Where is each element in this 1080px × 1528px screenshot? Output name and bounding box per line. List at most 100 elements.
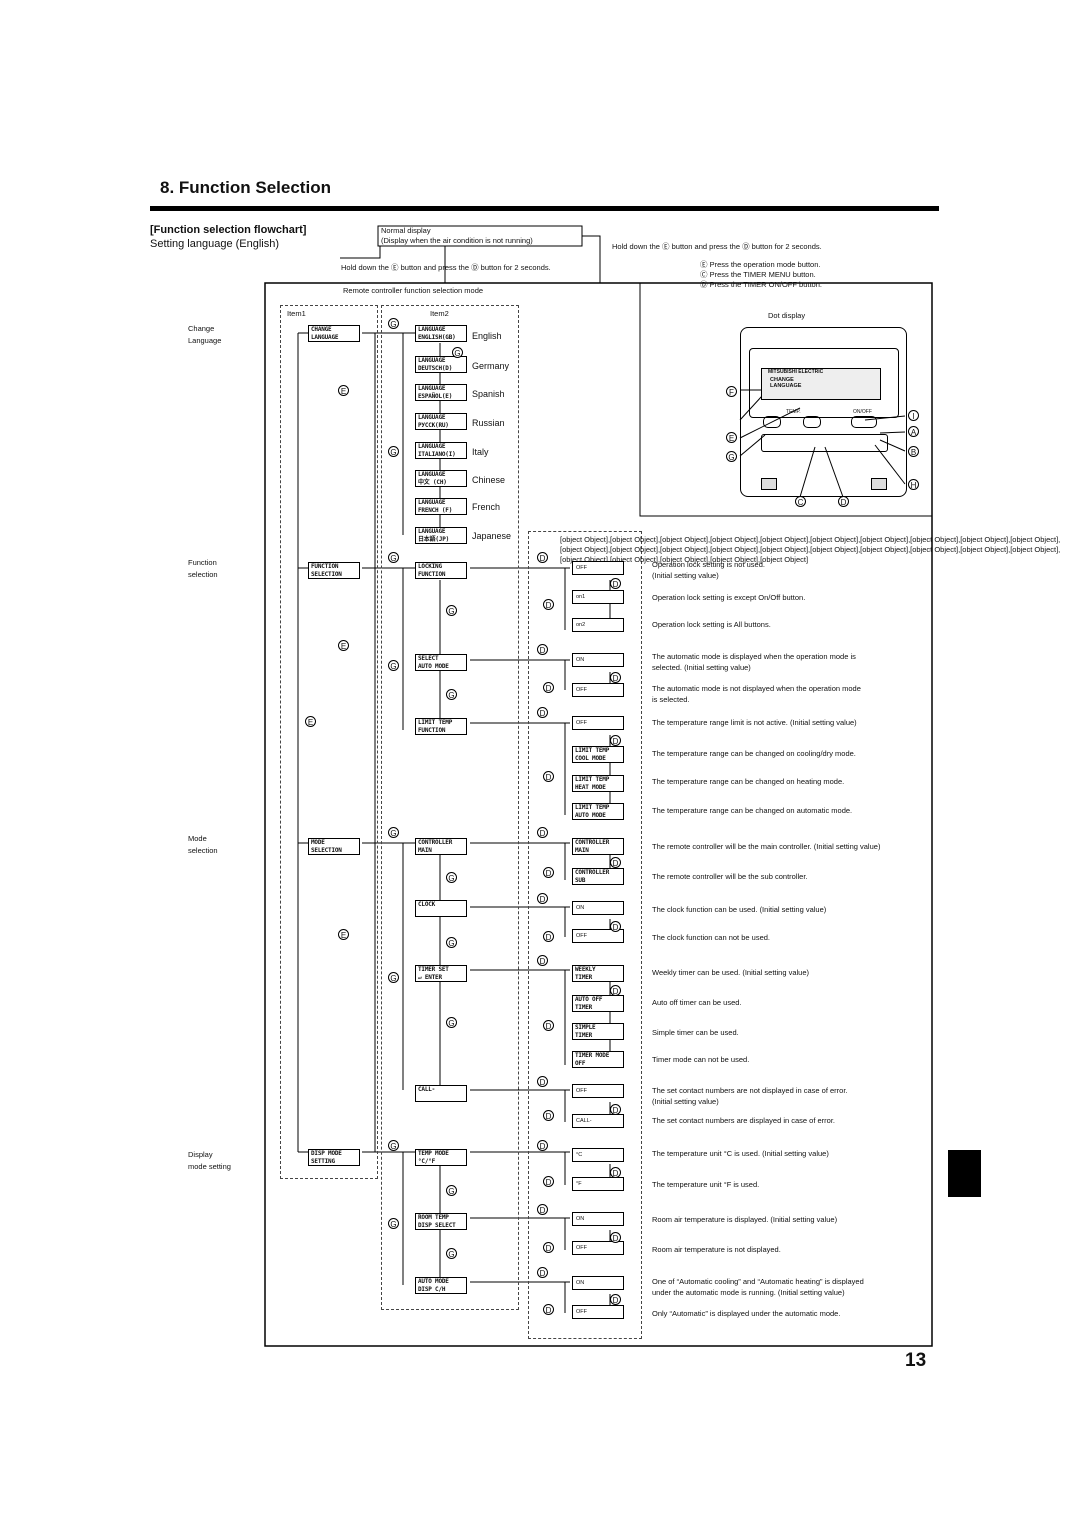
left-label-line: Mode [188,834,207,843]
desc-line: Operation lock setting is not used. [652,560,765,569]
item3-value: on2 [572,618,624,632]
desc-line: The temperature range can be changed on … [652,777,845,786]
circle-d: D [543,1242,554,1253]
circle-d: D [543,682,554,693]
remote-controller: MITSUBISHI ELECTRIC CHANGE LANGUAGE TEMP… [740,327,907,497]
circle-g: G [388,827,399,838]
circle-g: G [388,1218,399,1229]
temp-up-button[interactable] [803,416,821,428]
lcd-line: HEAT MODE [575,784,606,791]
desc-line: Room air temperature is not displayed. [652,1245,781,1254]
lcd-line: ↵ ENTER [418,974,442,981]
desc-line: The automatic mode is not displayed when… [652,684,861,693]
circle-d: D [610,1294,621,1305]
lcd-line: LIMIT TEMP [575,747,610,754]
item3-value: CALL- [572,1114,624,1128]
desc-line: The set contact numbers are displayed in… [652,1116,836,1125]
onoff-label: ON/OFF [853,409,872,415]
circle-g: G [388,318,399,329]
lcd-line: SUB [575,877,586,884]
item3-value: ON [572,901,624,915]
lcd-line: FRENCH (F) [418,507,453,514]
lcd-line: AUTO MODE [418,1278,449,1285]
temp-down-button[interactable] [763,416,781,428]
item3-desc: Room air temperature is displayed. (Init… [652,1214,922,1225]
lcd-line: CHANGE [311,326,332,333]
lcd-line: MODE [311,839,325,846]
item3-column [528,531,642,1339]
left-label-line: Function [188,558,217,567]
lcd-line: LANGUAGE [418,357,446,364]
callout-i: I [908,410,919,421]
lang-name: Italy [472,447,489,457]
circle-e: E [305,716,316,727]
left-label-line: Display [188,1150,213,1159]
circle-d: D [537,955,548,966]
lcd-line: TIMER [575,974,593,981]
remote-lcd-line2: LANGUAGE [770,383,802,389]
circle-d: D [537,707,548,718]
circle-d: D [537,1140,548,1151]
circle-d: D [610,1232,621,1243]
lcd-line: LIMIT TEMP [575,804,610,811]
lcd-line: SELECTION [311,847,342,854]
circle-d: D [610,857,621,868]
lcd-line: TIMER [575,1004,593,1011]
button-row[interactable] [761,434,888,452]
circle-e: E [338,385,349,396]
circle-d: D [537,1204,548,1215]
hold-instruction-right: Hold down the Ⓔ button and press the Ⓓ b… [612,242,822,251]
desc-line: The temperature range can be changed on … [652,749,856,758]
circle-d: D [543,1304,554,1315]
normal-display-line1: Normal display [381,226,431,235]
lcd-line: ENGLISH(GB) [418,334,456,341]
item3-value: °C [572,1148,624,1162]
circle-d: D [543,1176,554,1187]
lcd-line: CALL- [418,1086,436,1093]
desc-line: Timer mode can not be used. [652,1055,750,1064]
item1-label: Item1 [287,309,306,318]
lcd-line: LIMIT TEMP [418,719,453,726]
circle-g: G [388,972,399,983]
circle-d: D [543,1110,554,1121]
lcd-line: LANGUAGE [418,414,446,421]
circle-d: D [537,1267,548,1278]
circle-g: G [388,660,399,671]
lang-name: French [472,502,501,512]
circle-g: G [446,1017,457,1028]
circle-d: D [610,985,621,996]
onoff-button[interactable] [851,416,877,428]
left-label-line: Language [188,336,222,345]
circle-g: G [446,1185,457,1196]
item3-desc: Only “Automatic” is displayed under the … [652,1308,922,1319]
lcd-line: TIMER MODE [575,1052,610,1059]
legend-item: Ⓔ Press the operation mode button. [700,260,821,269]
circle-d: D [537,644,548,655]
lcd-line: LANGUAGE [418,326,446,333]
desc-line: The temperature range limit is not activ… [652,718,857,727]
lcd-line: AUTO MODE [418,663,449,670]
desc-line: Simple timer can be used. [652,1028,739,1037]
lcd-line: WEEKLY [575,966,596,973]
desc-line: selected. (Initial setting value) [652,663,751,672]
circle-d: D [543,867,554,878]
lcd-line: ROOM TEMP [418,1214,449,1221]
lcd-line: OFF [575,1060,586,1067]
circle-g: G [446,1248,457,1259]
lcd-line: TEMP MODE [418,1150,449,1157]
item3-desc: The remote controller will be the sub co… [652,871,922,882]
circle-g: G [446,689,457,700]
